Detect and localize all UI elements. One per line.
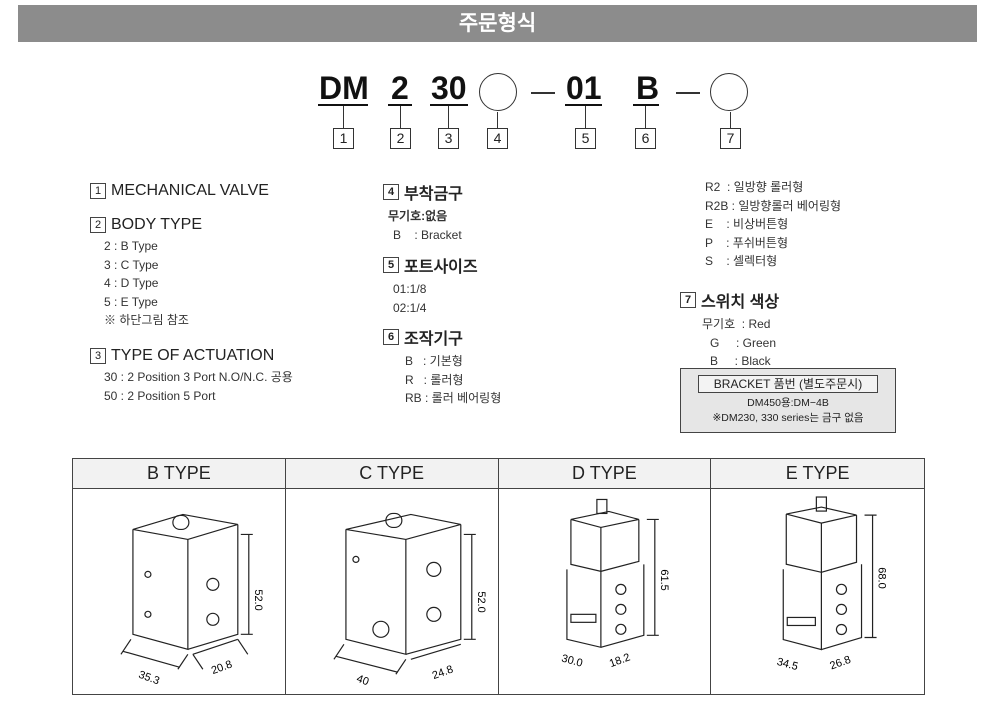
type-header: B TYPE <box>73 459 285 489</box>
list-item: S : 셀렉터형 <box>705 254 778 268</box>
list-item: B : 기본형 <box>405 354 463 368</box>
section-number: 3 <box>90 348 106 364</box>
bracket-title: BRACKET 품번 (별도주문시) <box>698 375 878 393</box>
section-4: 4 부착금구 무기호:없음 B : Bracket <box>383 180 463 244</box>
section-number: 4 <box>383 184 399 200</box>
dim-height: 61.5 <box>657 569 669 590</box>
type-column: D TYPE 61.5 30.0 18.2 <box>498 459 712 695</box>
bracket-note: BRACKET 품번 (별도주문시) DM450용:DM−4B ※DM230, … <box>680 368 896 433</box>
list-item: 무기호 : Red <box>702 317 771 331</box>
dim-height: 68.0 <box>876 567 888 588</box>
list-item: 50 : 2 Position 5 Port <box>104 388 216 403</box>
d-type-drawing: 61.5 30.0 18.2 <box>560 498 669 671</box>
list-item: 무기호:없음 <box>388 209 448 223</box>
dim-width: 35.3 <box>137 669 161 688</box>
code-num: 3 <box>438 128 459 149</box>
section-title: 조작기구 <box>404 331 463 348</box>
dim-depth: 26.8 <box>829 654 853 673</box>
section-5: 5 포트사이즈 01:1/8 02:1/4 <box>383 253 478 317</box>
dim-width: 30.0 <box>560 653 584 670</box>
code-num: 4 <box>487 128 508 149</box>
section-7: 7 스위치 색상 무기호 : Red G : Green B : Black <box>680 288 779 371</box>
section-2: 2 BODY TYPE 2 : B Type 3 : C Type 4 : D T… <box>90 216 202 330</box>
section-6: 6 조작기구 B : 기본형 R : 롤러형 RB : 롤러 베어링형 <box>383 325 501 408</box>
list-item: B : Bracket <box>393 227 462 242</box>
section-number: 2 <box>90 217 106 233</box>
dim-depth: 18.2 <box>607 652 631 671</box>
list-item: R2 : 일방향 롤러형 <box>705 180 804 194</box>
section-title: MECHANICAL VALVE <box>111 182 269 199</box>
c-type-drawing: 52.0 40 24.8 <box>333 512 487 688</box>
e-type-drawing: 68.0 34.5 26.8 <box>776 496 888 673</box>
section-title: BODY TYPE <box>111 216 202 233</box>
type-column: B TYPE 52.0 35.3 20.8 <box>73 459 286 695</box>
list-item: G : Green <box>710 335 777 350</box>
code-body: 2 <box>391 70 409 106</box>
section-title: 부착금구 <box>404 186 463 203</box>
section-3: 3 TYPE OF ACTUATION 30 : 2 Position 3 Por… <box>90 347 293 405</box>
list-item: 2 : B Type <box>104 239 158 253</box>
code-port: 01 <box>566 70 602 106</box>
section-1: 1 MECHANICAL VALVE <box>90 182 269 203</box>
list-item: 30 : 2 Position 3 Port N.O/N.C. 공용 <box>104 370 293 384</box>
section-number: 6 <box>383 329 399 345</box>
section-title: 포트사이즈 <box>404 259 478 276</box>
code-operator: B <box>636 70 660 106</box>
list-item: 01:1/8 <box>393 282 427 296</box>
code-option-circle <box>479 73 517 111</box>
dim-width: 34.5 <box>776 656 800 673</box>
section-number: 5 <box>383 257 399 273</box>
type-header: E TYPE <box>711 459 924 489</box>
code-series: DM <box>319 70 369 106</box>
list-item: 3 : C Type <box>104 257 159 272</box>
dim-height: 52.0 <box>475 591 487 612</box>
section-title: TYPE OF ACTUATION <box>111 347 275 364</box>
list-item: RB : 롤러 베어링형 <box>405 391 502 405</box>
list-item: E : 비상버튼형 <box>705 217 789 231</box>
page-title: 주문형식 <box>18 5 977 42</box>
bracket-line: DM450용:DM−4B <box>747 397 829 409</box>
type-header: C TYPE <box>285 459 498 489</box>
b-type-drawing: 52.0 35.3 20.8 <box>120 513 264 688</box>
section-6-cont: R2 : 일방향 롤러형 R2B : 일방향롤러 베어링형 E : 비상버튼형 … <box>683 178 841 271</box>
section-number: 1 <box>90 183 106 199</box>
list-item: 5 : E Type <box>104 294 158 309</box>
list-item: R2B : 일방향롤러 베어링형 <box>705 198 842 213</box>
body-type-table: B TYPE 52.0 35.3 20.8 C TYPE 52.0 40 24.8 D … <box>72 458 925 695</box>
code-num: 6 <box>635 128 656 149</box>
list-item: ※ 하단그림 참조 <box>104 313 189 327</box>
bracket-line: ※DM230, 330 series는 금구 없음 <box>712 412 864 424</box>
list-item: 02:1/4 <box>393 300 427 315</box>
dim-height: 52.0 <box>252 589 264 610</box>
list-item: R : 롤러형 <box>405 372 464 387</box>
code-actuation: 30 <box>431 70 467 106</box>
dim-width: 40 <box>355 673 371 688</box>
type-column: C TYPE 52.0 40 24.8 <box>285 459 499 695</box>
code-num: 5 <box>575 128 596 149</box>
section-title: 스위치 색상 <box>701 294 780 311</box>
dim-depth: 24.8 <box>430 663 454 682</box>
type-column: E TYPE 68.0 34.5 26.8 <box>711 459 924 695</box>
code-num: 7 <box>720 128 741 149</box>
list-item: B : Black <box>710 354 771 368</box>
section-number: 7 <box>680 292 696 308</box>
list-item: 4 : D Type <box>104 276 159 290</box>
code-num: 2 <box>390 128 411 149</box>
code-num: 1 <box>333 128 354 149</box>
code-color-circle <box>710 73 748 111</box>
dim-depth: 20.8 <box>210 658 234 677</box>
type-header: D TYPE <box>498 459 711 489</box>
list-item: P : 푸쉬버튼형 <box>705 235 788 250</box>
